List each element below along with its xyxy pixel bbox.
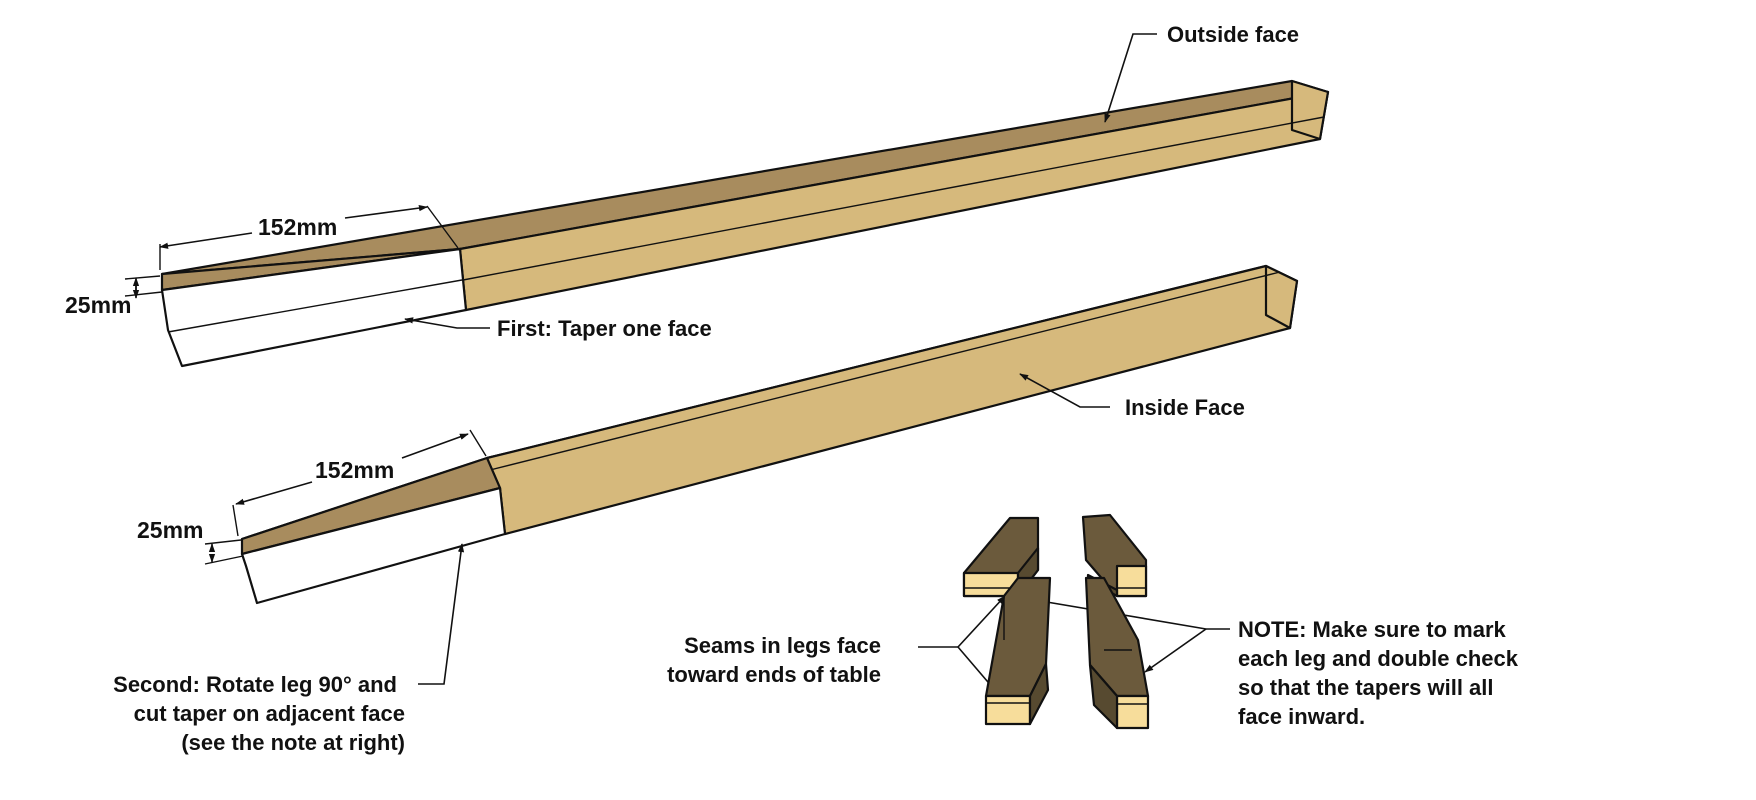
leg-two-seam-line	[489, 271, 1281, 471]
dimension-tick-icon	[159, 232, 253, 249]
leg-blocks	[962, 513, 1150, 730]
note-line-3: so that the tapers will all	[1238, 675, 1494, 700]
leg-block-bottom-left	[984, 576, 1052, 726]
leg-one-end-face	[1290, 79, 1330, 141]
second-step-line-2: cut taper on adjacent face	[134, 701, 405, 726]
leg-two-end-face	[1264, 264, 1299, 330]
seams-label-line-1: Seams in legs face	[684, 633, 881, 658]
leg-one-seam-line	[462, 116, 1325, 281]
first-step-label: First: Taper one face	[497, 316, 712, 341]
dimensions: 152mm 25mm 152mm 25mm	[65, 204, 487, 565]
leg-one	[160, 79, 1330, 368]
leg-one-cut-edge	[167, 279, 463, 333]
second-step-line-1: Second: Rotate leg 90° and	[113, 672, 397, 697]
dimension-tick-icon	[235, 481, 313, 505]
leg-block-bottom-right	[1084, 576, 1150, 730]
seams-label-line-2: toward ends of table	[667, 662, 881, 687]
first-step-leader	[404, 317, 490, 329]
leg-one-length-label: 152mm	[258, 214, 337, 240]
leg-two-depth-label: 25mm	[137, 517, 203, 543]
outside-face-label: Outside face	[1167, 22, 1299, 47]
inside-face-leader	[1019, 373, 1110, 408]
leg-two-length-label: 152mm	[315, 457, 394, 483]
note-line-1: NOTE: Make sure to mark	[1238, 617, 1507, 642]
leg-two-taper-cut	[240, 486, 507, 605]
note-line-2: each leg and double check	[1238, 646, 1519, 671]
note-line-4: face inward.	[1238, 704, 1365, 729]
leg-one-depth-label: 25mm	[65, 292, 131, 318]
leg-two	[240, 264, 1299, 605]
second-step-leader	[418, 543, 465, 685]
inside-face-label: Inside Face	[1125, 395, 1245, 420]
outside-face-leader	[1104, 33, 1157, 123]
callout-labels: Outside face First: Taper one face Insid…	[113, 22, 1519, 755]
leg-one-taper-cut	[160, 247, 468, 368]
second-step-line-3: (see the note at right)	[181, 730, 405, 755]
